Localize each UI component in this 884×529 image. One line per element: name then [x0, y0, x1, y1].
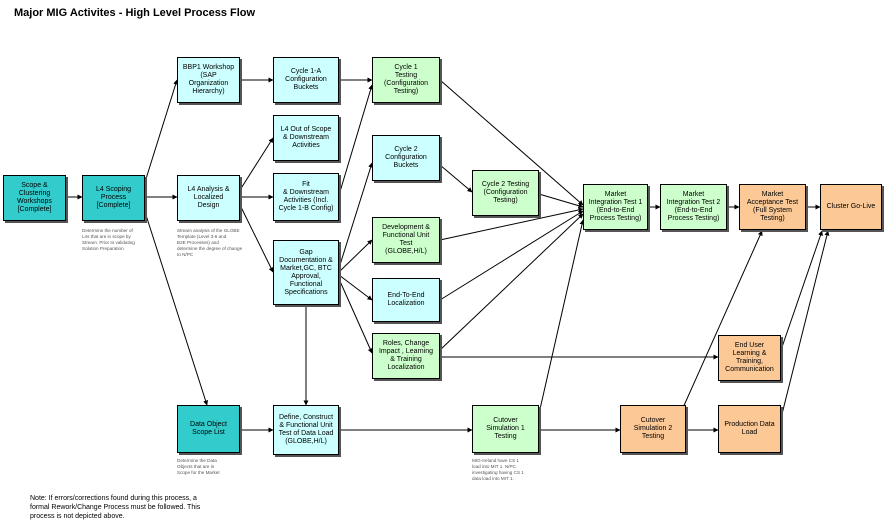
edge-l4analysis-gap — [239, 204, 274, 273]
market-integration-test-1-box: Market Integration Test 1 (End-to-End Pr… — [583, 184, 648, 230]
edge-roles-mit1 — [439, 213, 584, 351]
edge-enduser-golive — [780, 230, 823, 351]
edge-l4scoping-bbp1 — [144, 79, 179, 183]
edge-fit-cycle1 — [338, 84, 374, 196]
l4-analysis-box: L4 Analysis & Localized Design — [177, 175, 240, 221]
l4-analysis-note: Stream analysis of the GLOBE Template (L… — [177, 228, 243, 257]
cycle-1a-config-box: Cycle 1-A Configuration Buckets — [273, 57, 339, 103]
edge-cutover2-mat — [681, 230, 763, 411]
edge-cycle2cfg-cycle2test — [439, 164, 473, 193]
cluster-go-live-box: Cluster Go-Live — [820, 184, 882, 230]
cycle-2-testing-box: Cycle 2 Testing (Configuration Testing) — [472, 170, 539, 216]
edge-gap-roles — [338, 278, 373, 354]
bbp1-workshop-box: BBP1 Workshop (SAP Organization Hierarch… — [177, 57, 240, 103]
market-integration-test-2-box: Market Integration Test 2 (End-to-End Pr… — [660, 184, 727, 230]
edge-l4analysis-l4outscope — [239, 137, 274, 191]
l4-scoping-process-box: L4 Scoping Process [Complete] — [82, 175, 145, 221]
cutover-simulation-1-box: Cutover Simulation 1 Testing — [472, 405, 539, 453]
cycle-1-testing-box: Cycle 1 Testing (Configuration Testing) — [372, 57, 440, 103]
page-title: Major MIG Activites - High Level Process… — [14, 7, 256, 19]
edge-cycle2test-mit1 — [538, 193, 584, 209]
roles-change-impact-box: Roles, Change Impact , Learning & Traini… — [372, 333, 440, 379]
data-object-note: Determine the Data Objects that are in S… — [177, 458, 220, 475]
edge-proddata-golive — [780, 230, 830, 419]
gap-documentation-box: Gap Documentation & Market,GC, BTC Appro… — [273, 240, 339, 305]
end-user-learning-box: End User Learning & Training, Communicat… — [718, 335, 781, 381]
edge-gap-e2eloc — [338, 274, 373, 301]
cutover-1-note: MIG-Ireland have CS 1 load into MIT 1. N… — [472, 458, 524, 481]
edge-devfut-mit1 — [439, 207, 584, 241]
edge-cycle1-mit1 — [439, 79, 584, 206]
scope-clustering-workshops-box: Scope & Clustering Workshops [Complete] — [3, 175, 66, 221]
edge-gap-devfut — [338, 239, 373, 273]
edge-cutover1-mit1 — [537, 219, 585, 419]
market-acceptance-test-box: Market Acceptance Test (Full System Test… — [739, 184, 806, 230]
development-unit-test-box: Development & Functional Unit Test (GLOB… — [372, 217, 440, 263]
edge-gap-cycle2cfg — [338, 162, 374, 269]
footnote: Note: If errors/corrections found during… — [30, 495, 201, 520]
production-data-load-box: Production Data Load — [718, 405, 781, 453]
end-to-end-localization-box: End-To-End Localization — [372, 278, 440, 322]
define-construct-data-load-box: Define, Construct & Functional Unit Test… — [273, 405, 339, 455]
data-object-scope-list-box: Data Object Scope List — [177, 405, 240, 453]
cycle-2-config-box: Cycle 2 Configuration Buckets — [372, 135, 440, 181]
l4-scoping-note: Determine the number of L4s that are in … — [82, 228, 135, 251]
l4-out-of-scope-box: L4 Out of Scope & Downstream Activities — [273, 115, 339, 161]
fit-downstream-box: Fit & Downstream Activities (Incl. Cycle… — [273, 173, 339, 221]
edge-l4scoping-dataobject — [144, 211, 209, 406]
edge-e2eloc-mit1 — [439, 210, 584, 301]
cutover-simulation-2-box: Cutover Simulation 2 Testing — [620, 405, 686, 453]
